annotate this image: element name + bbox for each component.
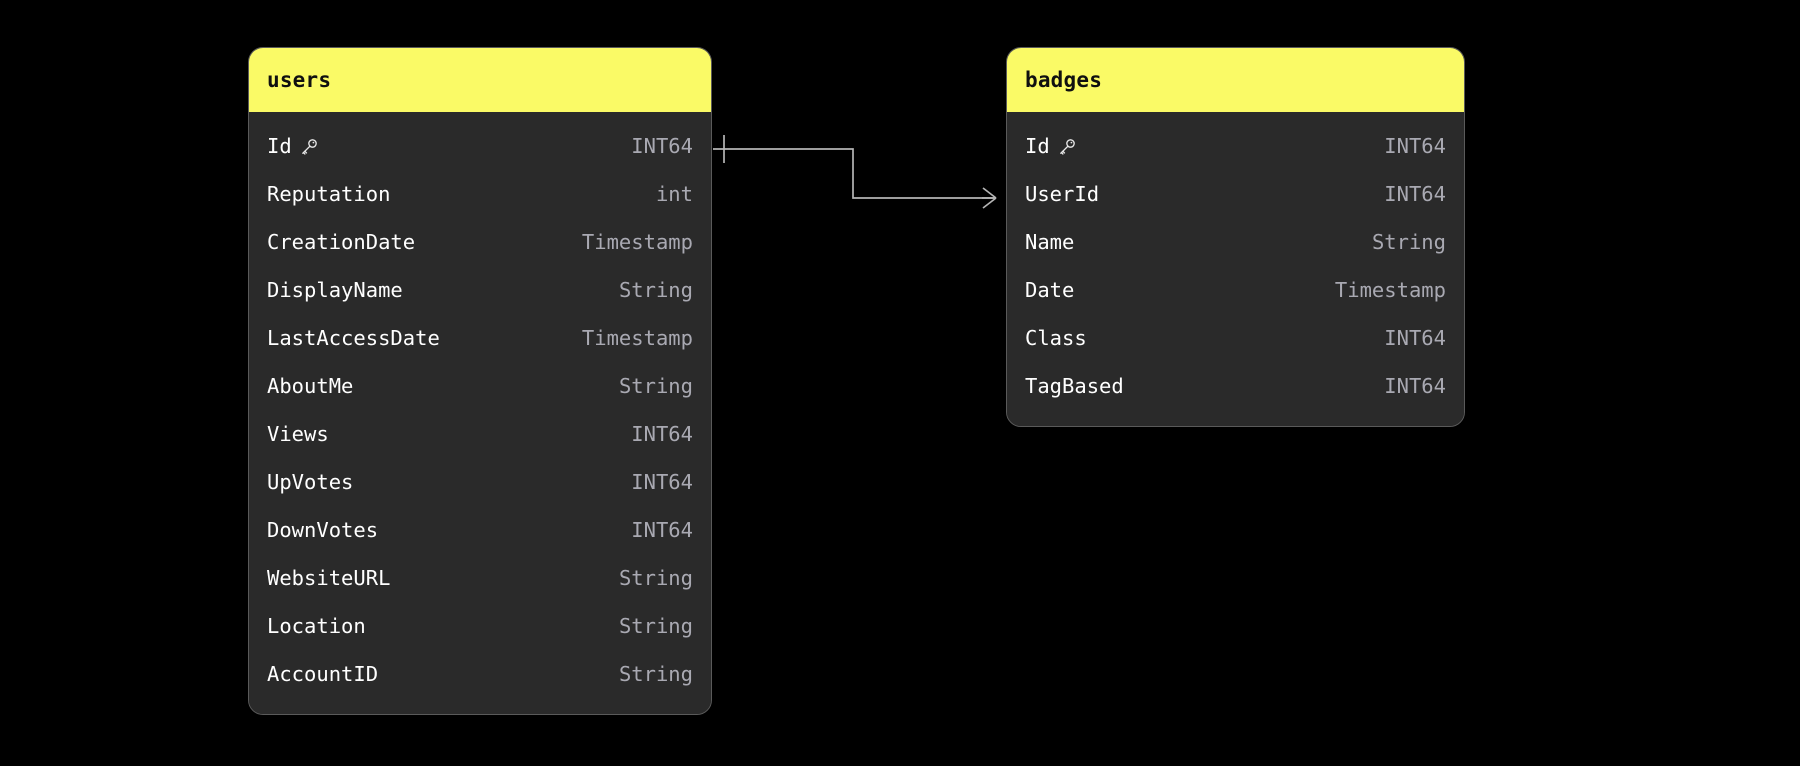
field-label-id: Id (267, 134, 292, 158)
field-name-upvotes: UpVotes (267, 470, 354, 494)
field-type-badges-id: INT64 (1384, 134, 1446, 158)
field-row-badges-tagbased[interactable]: TagBased INT64 (1007, 362, 1464, 410)
field-type-websiteurl: String (618, 566, 693, 590)
entity-card-badges[interactable]: badges Id INT64 (1006, 47, 1465, 427)
field-name-badges-userid: UserId (1025, 182, 1100, 206)
key-icon (1057, 137, 1077, 157)
field-type-lastaccessdate: Timestamp (581, 326, 693, 350)
field-row-displayname[interactable]: DisplayName String (249, 266, 711, 314)
cardinality-many-marker (982, 187, 997, 199)
entity-fields-users: Id INT64 Reputation int (249, 112, 711, 714)
field-row-badges-userid[interactable]: UserId INT64 (1007, 170, 1464, 218)
field-row-location[interactable]: Location String (249, 602, 711, 650)
field-type-accountid: String (618, 662, 693, 686)
field-name-lastaccessdate: LastAccessDate (267, 326, 440, 350)
field-row-views[interactable]: Views INT64 (249, 410, 711, 458)
entity-card-users[interactable]: users Id INT64 (248, 47, 712, 715)
field-type-upvotes: INT64 (631, 470, 693, 494)
field-row-badges-class[interactable]: Class INT64 (1007, 314, 1464, 362)
field-type-badges-class: INT64 (1384, 326, 1446, 350)
field-row-badges-id[interactable]: Id INT64 (1007, 122, 1464, 170)
field-name-creationdate: CreationDate (267, 230, 416, 254)
field-name-badges-date: Date (1025, 278, 1075, 302)
field-type-creationdate: Timestamp (581, 230, 693, 254)
field-name-aboutme: AboutMe (267, 374, 354, 398)
field-row-aboutme[interactable]: AboutMe String (249, 362, 711, 410)
field-type-badges-userid: INT64 (1384, 182, 1446, 206)
entity-header-users[interactable]: users (249, 48, 711, 112)
field-name-location: Location (267, 614, 366, 638)
entity-fields-badges: Id INT64 UserId INT64 (1007, 112, 1464, 426)
entity-title-badges: badges (1025, 68, 1103, 92)
field-type-views: INT64 (631, 422, 693, 446)
field-type-displayname: String (618, 278, 693, 302)
entity-title-users: users (267, 68, 332, 92)
field-row-lastaccessdate[interactable]: LastAccessDate Timestamp (249, 314, 711, 362)
field-name-badges-id: Id (1025, 134, 1077, 158)
field-name-views: Views (267, 422, 329, 446)
field-type-badges-name: String (1371, 230, 1446, 254)
field-row-downvotes[interactable]: DownVotes INT64 (249, 506, 711, 554)
field-type-location: String (618, 614, 693, 638)
field-name-badges-name: Name (1025, 230, 1075, 254)
cardinality-many-marker (982, 197, 997, 209)
field-row-badges-name[interactable]: Name String (1007, 218, 1464, 266)
field-name-accountid: AccountID (267, 662, 379, 686)
field-name-websiteurl: WebsiteURL (267, 566, 391, 590)
field-type-reputation: int (655, 182, 693, 206)
field-row-accountid[interactable]: AccountID String (249, 650, 711, 698)
field-type-badges-tagbased: INT64 (1384, 374, 1446, 398)
field-name-reputation: Reputation (267, 182, 391, 206)
field-type-badges-date: Timestamp (1334, 278, 1446, 302)
entity-header-badges[interactable]: badges (1007, 48, 1464, 112)
field-row-id[interactable]: Id INT64 (249, 122, 711, 170)
field-type-aboutme: String (618, 374, 693, 398)
field-name-displayname: DisplayName (267, 278, 403, 302)
key-icon (299, 137, 319, 157)
field-name-downvotes: DownVotes (267, 518, 379, 542)
field-row-badges-date[interactable]: Date Timestamp (1007, 266, 1464, 314)
relationship-line (713, 148, 996, 199)
field-row-reputation[interactable]: Reputation int (249, 170, 711, 218)
field-row-creationdate[interactable]: CreationDate Timestamp (249, 218, 711, 266)
field-name-id: Id (267, 134, 319, 158)
field-type-id: INT64 (631, 134, 693, 158)
field-name-badges-tagbased: TagBased (1025, 374, 1124, 398)
field-row-websiteurl[interactable]: WebsiteURL String (249, 554, 711, 602)
field-row-upvotes[interactable]: UpVotes INT64 (249, 458, 711, 506)
field-type-downvotes: INT64 (631, 518, 693, 542)
field-name-badges-class: Class (1025, 326, 1087, 350)
field-label-badges-id: Id (1025, 134, 1050, 158)
